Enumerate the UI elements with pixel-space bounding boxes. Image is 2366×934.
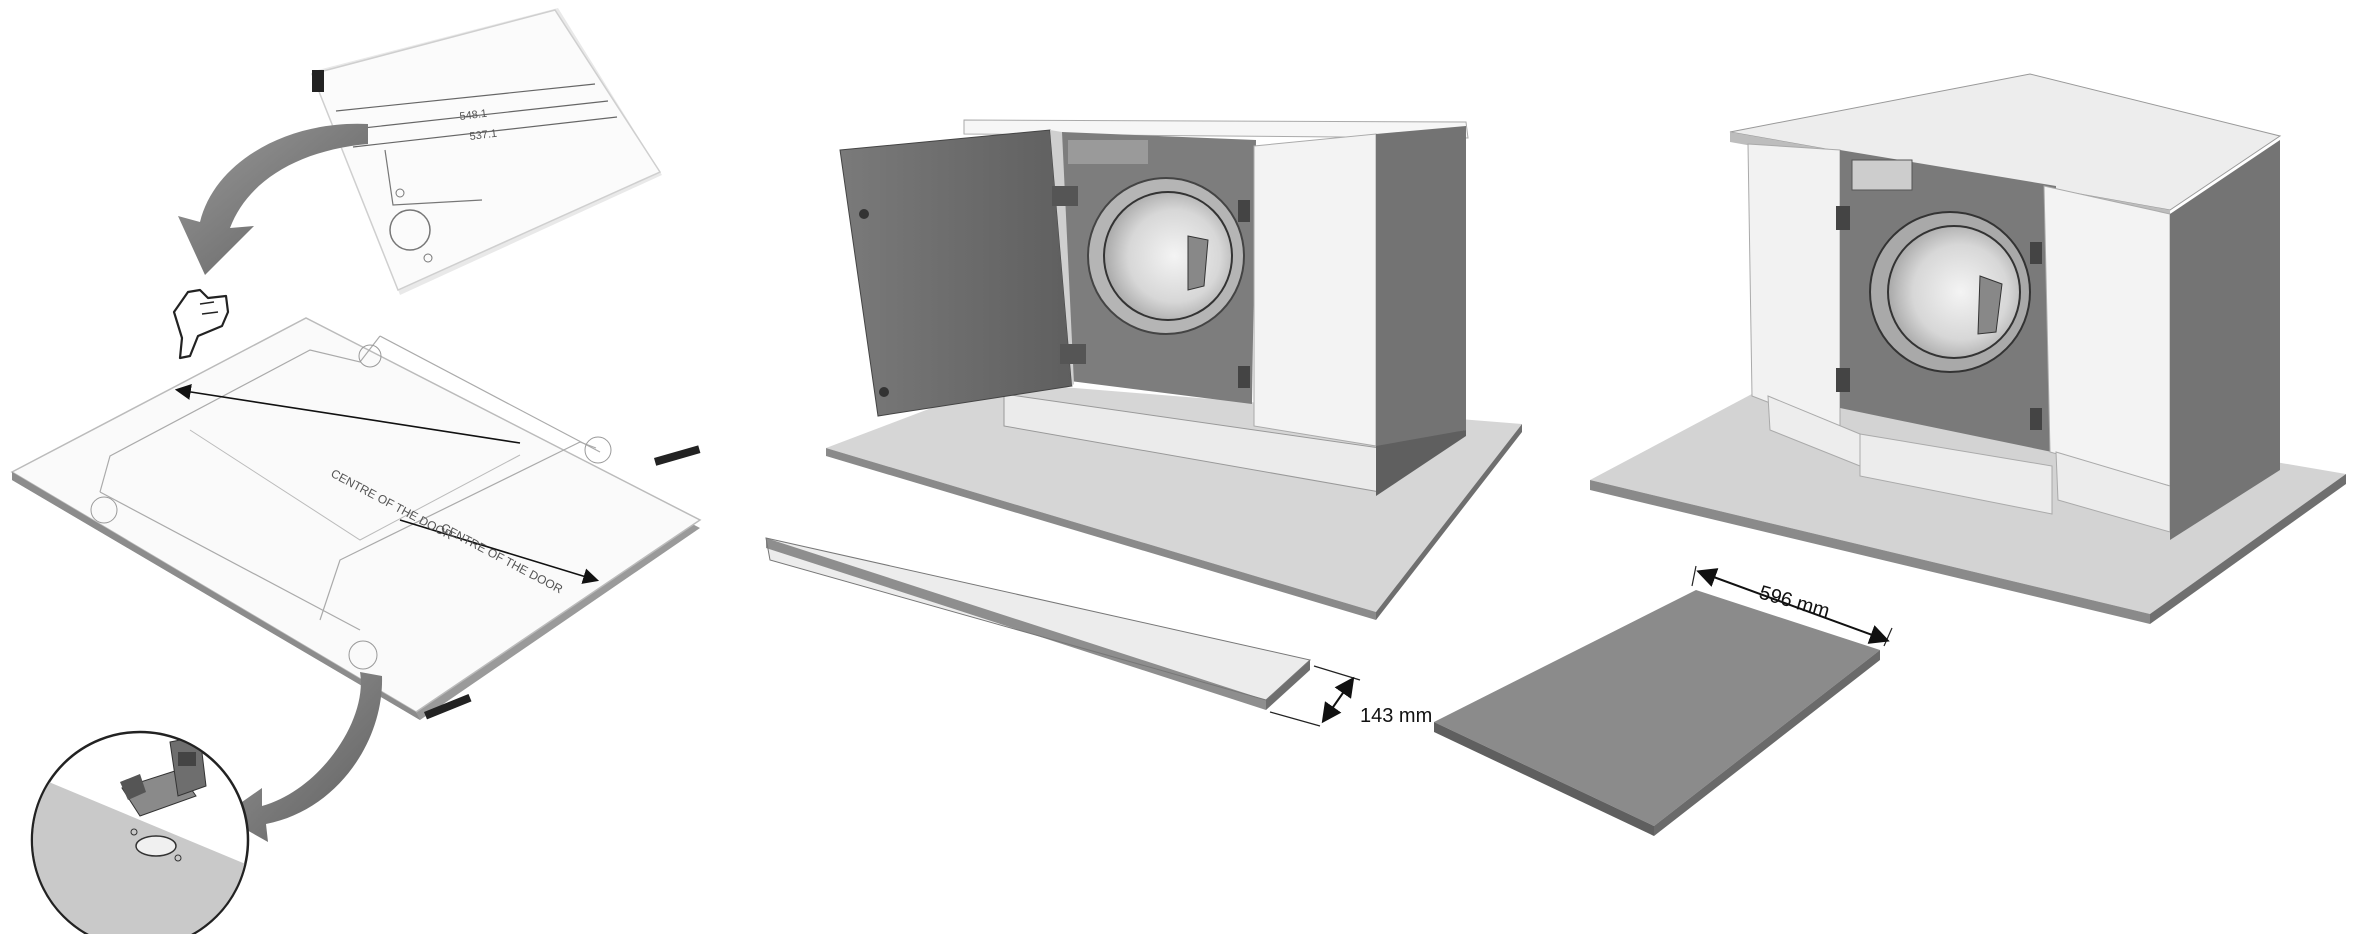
washing-machine-door — [1087, 177, 1245, 335]
pointing-hand-icon — [172, 288, 230, 360]
template-label-537: 537.1 — [469, 128, 498, 143]
side-panel-board — [1434, 590, 1880, 836]
door-template-panel: CENTRE OF THE DOOR CENTRE OF THE DOOR — [10, 317, 702, 720]
dimension-arrow-lower — [399, 519, 600, 584]
plinth-dimension: 143 mm — [1269, 665, 1432, 727]
hinge-detail-magnifier — [30, 730, 250, 934]
open-cabinet-door — [839, 129, 1086, 417]
dimension-arrow-upper — [174, 384, 521, 444]
template-label-548: 548.1 — [459, 108, 488, 123]
template-booklet: 548.1 537.1 — [310, 8, 662, 295]
curved-arrow-top — [178, 123, 368, 275]
cabinet-open-door — [826, 119, 1522, 620]
hinge-icon — [120, 735, 207, 817]
installed-machine-door — [1869, 211, 2031, 373]
cabinet-installed — [1590, 73, 2346, 624]
plinth-height-label: 143 mm — [1360, 705, 1432, 727]
plinth-strip — [765, 537, 1312, 710]
